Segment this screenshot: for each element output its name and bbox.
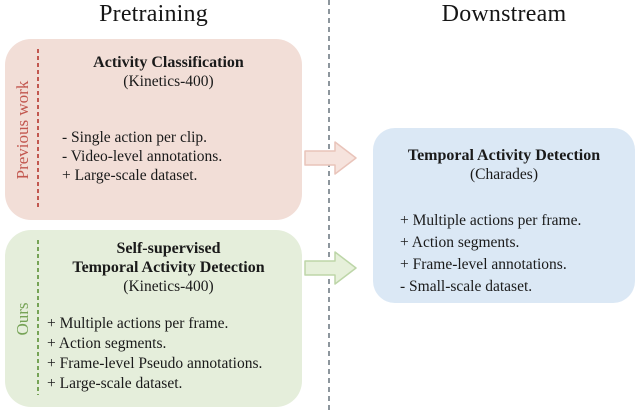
list-item: + Action segments. <box>47 335 167 352</box>
list-item: + Frame-level annotations. <box>400 256 567 273</box>
previous-work-side-label: Previous work <box>13 80 32 179</box>
list-item: + Frame-level Pseudo annotations. <box>47 355 263 372</box>
ours-box: Ours Self-supervised Temporal Activity D… <box>5 230 302 407</box>
list-item: - Video-level annotations. <box>62 148 223 165</box>
previous-work-content: Activity Classification (Kinetics-400) -… <box>45 39 292 185</box>
previous-work-item-list: - Single action per clip. - Video-level … <box>45 128 292 185</box>
list-item: + Large-scale dataset. <box>47 375 183 392</box>
list-item: + Multiple actions per frame. <box>400 212 582 229</box>
downstream-content: Temporal Activity Detection (Charades) +… <box>387 128 621 298</box>
downstream-column-header: Downstream <box>441 1 567 27</box>
column-divider-dashed-line <box>328 0 330 414</box>
ours-content: Self-supervised Temporal Activity Detect… <box>45 230 292 394</box>
downstream-title: Temporal Activity Detection <box>407 147 601 164</box>
ours-item-list: + Multiple actions per frame. + Action s… <box>45 314 292 394</box>
ours-dataset: (Kinetics-400) <box>123 278 214 295</box>
downstream-item-list: + Multiple actions per frame. + Action s… <box>387 210 621 298</box>
list-item: + Multiple actions per frame. <box>47 315 229 332</box>
downstream-dataset: (Charades) <box>470 166 538 183</box>
previous-work-box: Previous work Activity Classification (K… <box>5 39 302 220</box>
pretraining-column-header: Pretraining <box>99 1 208 27</box>
list-item: - Small-scale dataset. <box>400 278 533 295</box>
ours-dashed-rail <box>37 240 39 395</box>
ours-side-label: Ours <box>13 301 32 336</box>
ours-title-line2: Temporal Activity Detection <box>72 259 265 276</box>
ours-to-downstream-arrow-icon <box>304 251 357 285</box>
previous-work-title: Activity Classification <box>93 54 244 71</box>
previous-work-dataset: (Kinetics-400) <box>123 73 214 90</box>
list-item: + Large-scale dataset. <box>62 167 198 184</box>
list-item: + Action segments. <box>400 234 520 251</box>
list-item: - Single action per clip. <box>62 129 208 146</box>
pretrain-to-downstream-arrow-icon <box>304 141 357 175</box>
downstream-box: Temporal Activity Detection (Charades) +… <box>373 128 635 303</box>
previous-work-dashed-rail <box>37 49 39 208</box>
ours-title-line1: Self-supervised <box>116 240 221 257</box>
